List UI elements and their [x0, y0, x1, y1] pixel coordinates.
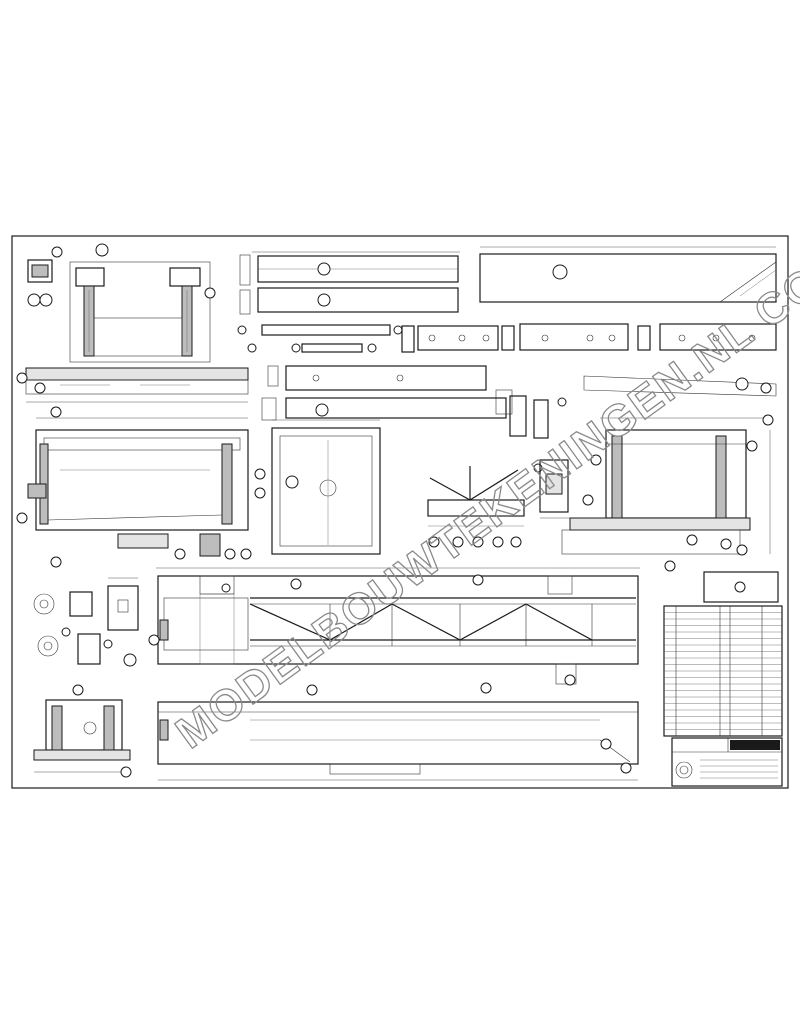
title-block — [671, 737, 783, 787]
side-beam-bottom — [157, 682, 639, 781]
end-section-bottom-left — [33, 684, 132, 778]
truss-joint-detail — [427, 459, 588, 548]
wedge-plate-top-right — [479, 246, 777, 303]
small-blocks-row — [261, 323, 777, 439]
small-plate-right — [703, 571, 779, 603]
sheet-border — [11, 235, 789, 789]
section-view-top-left — [16, 243, 249, 403]
plate-parts-top — [237, 251, 460, 353]
frame-section-right — [561, 414, 774, 572]
center-plate-with-hole — [271, 419, 381, 555]
box-frame-left — [16, 406, 266, 568]
parts-list-table — [663, 605, 783, 737]
main-truss-beam — [148, 567, 640, 686]
small-detail-parts-left — [33, 577, 139, 667]
